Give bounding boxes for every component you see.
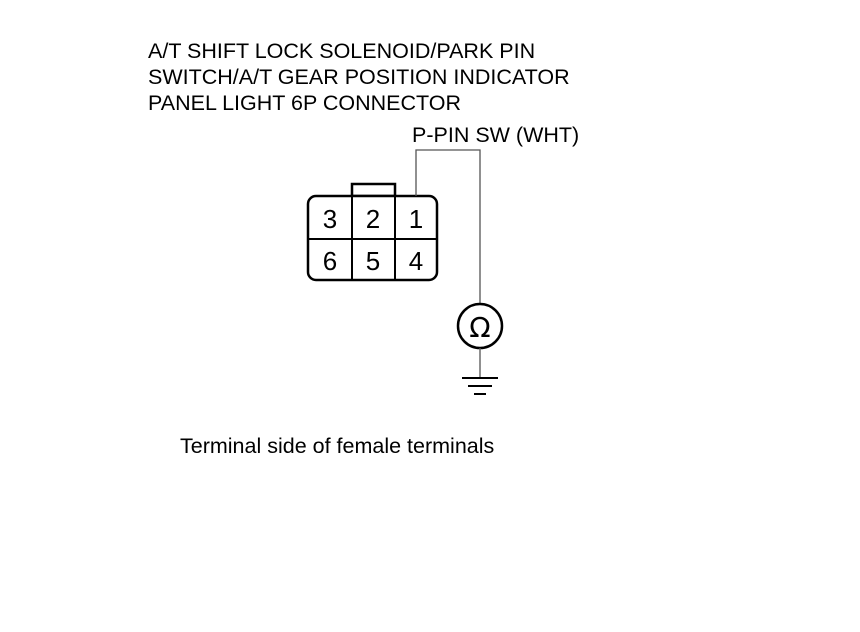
pin-3: 3 [323, 204, 337, 234]
connector-lock-tab [350, 182, 397, 198]
pin-1: 1 [409, 204, 423, 234]
pin-6: 6 [323, 246, 337, 276]
title-line-3: PANEL LIGHT 6P CONNECTOR [148, 91, 462, 115]
connector-title: A/T SHIFT LOCK SOLENOID/PARK PIN SWITCH/… [148, 38, 570, 116]
ohmmeter-icon: Ω [456, 302, 504, 350]
pin-2: 2 [366, 204, 380, 234]
pin-5: 5 [366, 246, 380, 276]
ohm-symbol: Ω [469, 311, 490, 344]
probe-wire [415, 149, 481, 303]
pin-4: 4 [409, 246, 423, 276]
diagram-caption: Terminal side of female terminals [180, 434, 495, 458]
connector-6p: 3 2 1 6 5 4 [306, 182, 439, 282]
title-line-1: A/T SHIFT LOCK SOLENOID/PARK PIN [148, 39, 536, 63]
ground-icon [462, 377, 498, 395]
title-line-2: SWITCH/A/T GEAR POSITION INDICATOR [148, 65, 570, 89]
wire-label: P-PIN SW (WHT) [412, 123, 580, 147]
